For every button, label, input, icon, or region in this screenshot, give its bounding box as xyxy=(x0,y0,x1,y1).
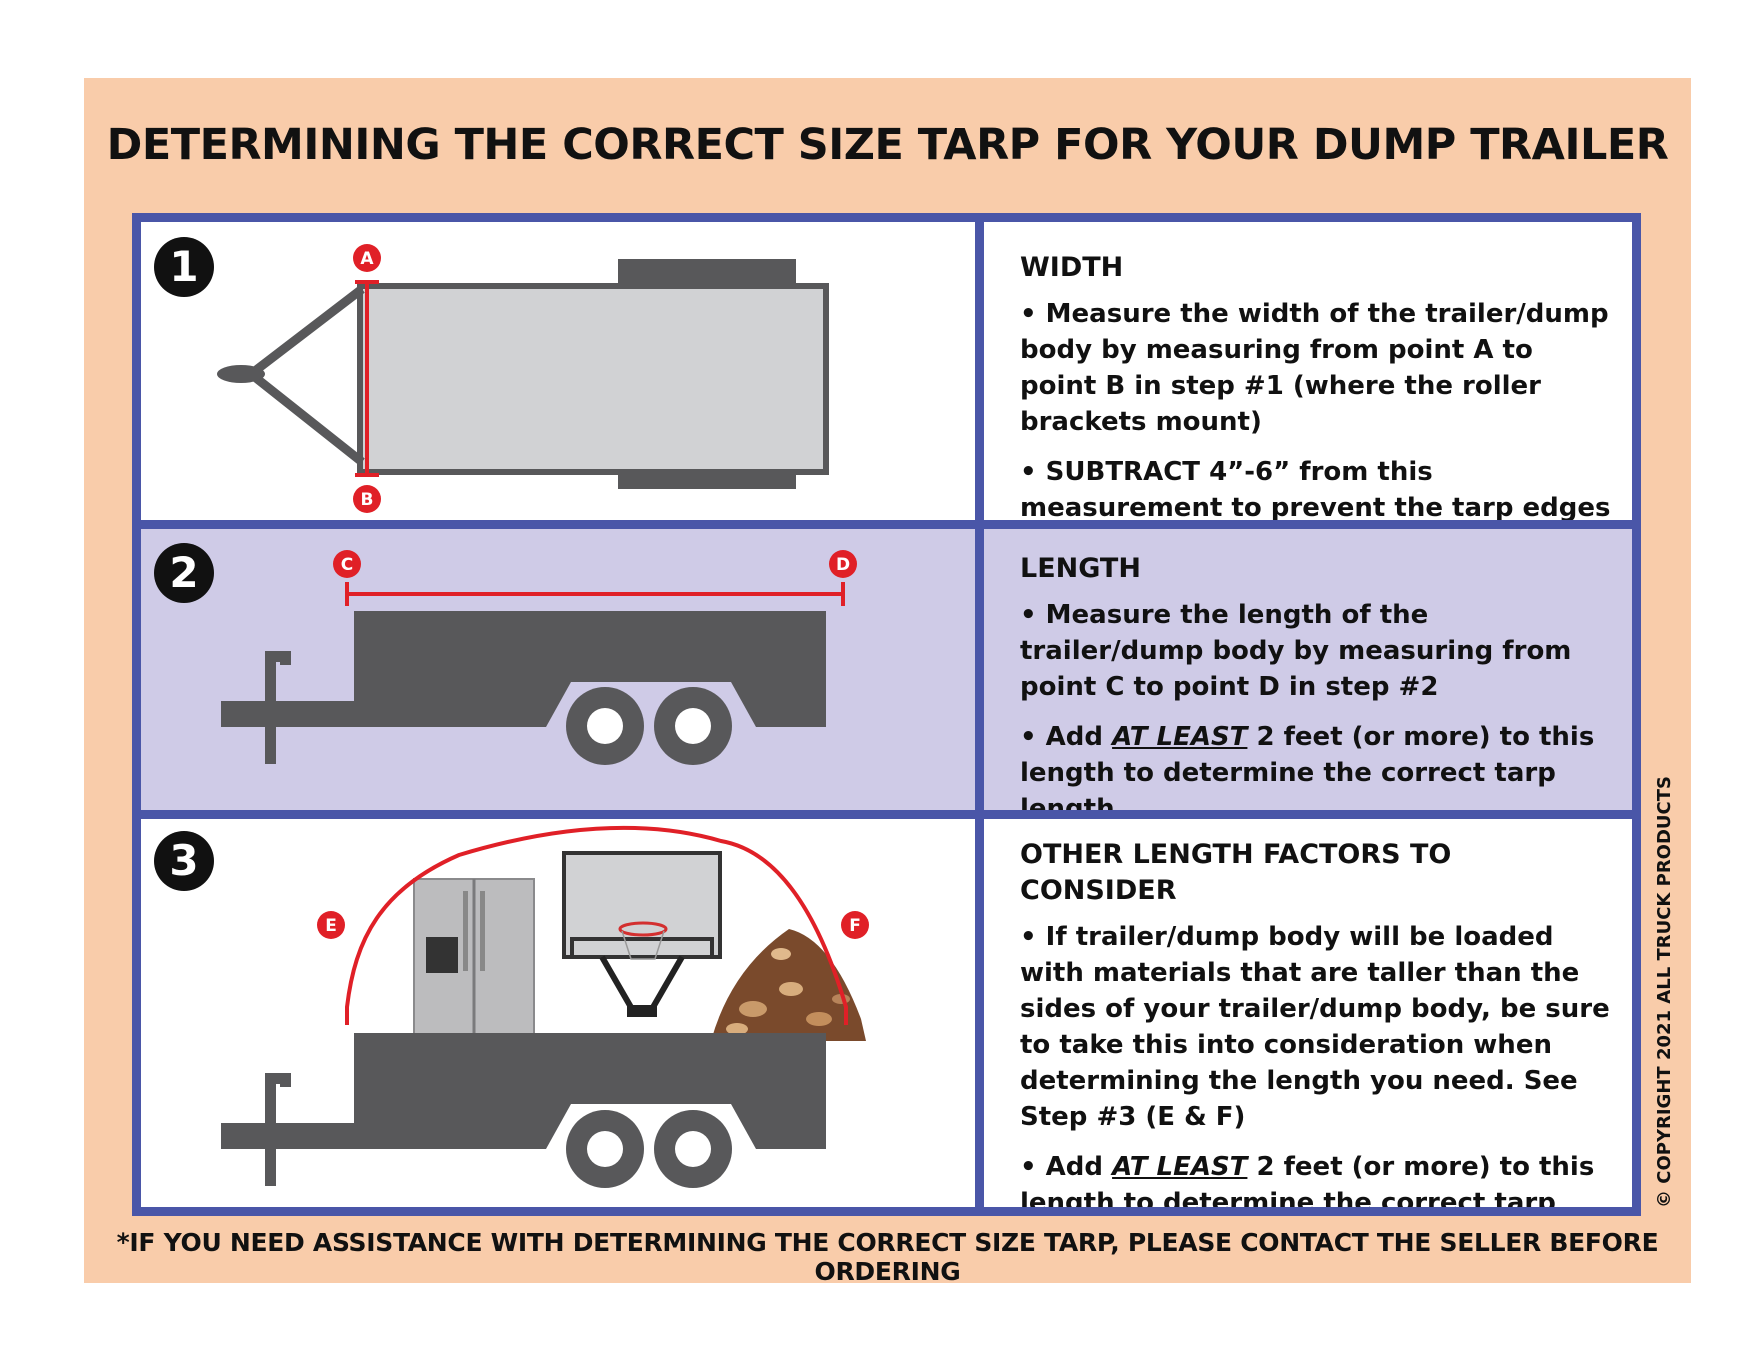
step-3-illustration: 3 xyxy=(141,819,975,1207)
step-3-number: 3 xyxy=(154,831,214,891)
marker-a: A xyxy=(353,244,381,272)
svg-text:A: A xyxy=(360,249,374,269)
refrigerator-load xyxy=(413,878,535,1040)
step-3-text: OTHER LENGTH FACTORS TO CONSIDER • If tr… xyxy=(984,819,1632,1207)
jack-stand xyxy=(265,1084,276,1186)
step-1-bullet-2: • SUBTRACT 4”-6” from this measurement t… xyxy=(1020,457,1611,520)
trailer-bed xyxy=(357,283,829,475)
tarp-measure-arc xyxy=(345,825,848,1025)
step-2-illustration: 2 C D xyxy=(141,529,975,810)
step-2-number: 2 xyxy=(154,543,214,603)
basketball-hoop-load xyxy=(562,851,722,1017)
hitch xyxy=(217,365,265,383)
step-2-bullet-2: • Add AT LEAST 2 feet (or more) to this … xyxy=(1020,722,1595,810)
marker-f: F xyxy=(841,911,869,939)
marker-b: B xyxy=(353,485,381,513)
trailer-tongue xyxy=(221,1123,361,1149)
trailer-tongue xyxy=(243,285,365,466)
marker-c: C xyxy=(333,550,361,578)
svg-text:C: C xyxy=(341,555,353,575)
emphasis-at-least: AT LEAST xyxy=(1112,722,1248,752)
steps-grid: 1 A B WIDTH xyxy=(132,213,1641,1216)
step-1-illustration: 1 A B xyxy=(141,222,975,520)
step-3-heading: OTHER LENGTH FACTORS TO CONSIDER xyxy=(1020,839,1452,906)
marker-d: D xyxy=(829,550,857,578)
loaded-trailer-side-view: E F xyxy=(221,825,869,1188)
step-1-heading: WIDTH xyxy=(1020,252,1124,283)
svg-text:D: D xyxy=(836,555,850,575)
trailer-side-view: C D xyxy=(221,550,857,765)
marker-e: E xyxy=(317,911,345,939)
step-3-bullet-1: • If trailer/dump body will be loaded wi… xyxy=(1020,922,1610,1132)
step-1-bullet-1: • Measure the width of the trailer/dump … xyxy=(1020,299,1609,437)
jack-stand xyxy=(265,662,276,764)
step-2-text: LENGTH • Measure the length of the trail… xyxy=(984,529,1632,810)
svg-text:B: B xyxy=(361,490,374,510)
step-1-number: 1 xyxy=(154,237,214,297)
step-1-text: WIDTH • Measure the width of the trailer… xyxy=(984,222,1632,520)
svg-text:E: E xyxy=(325,916,337,936)
step-3-bullet-2: • Add AT LEAST 2 feet (or more) to this … xyxy=(1020,1152,1595,1207)
trailer-tongue xyxy=(221,701,361,727)
trailer-top-view: A B xyxy=(217,244,829,513)
poster: DETERMINING THE CORRECT SIZE TARP FOR YO… xyxy=(84,78,1691,1286)
step-2-bullet-1: • Measure the length of the trailer/dump… xyxy=(1020,600,1572,702)
emphasis-at-least: AT LEAST xyxy=(1112,1152,1248,1182)
step-2-heading: LENGTH xyxy=(1020,553,1141,584)
svg-text:F: F xyxy=(849,916,861,936)
page-title: DETERMINING THE CORRECT SIZE TARP FOR YO… xyxy=(106,120,1669,170)
firewood-load xyxy=(711,929,866,1041)
footer-note: *IF YOU NEED ASSISTANCE WITH DETERMINING… xyxy=(116,1228,1659,1286)
copyright-notice: © COPYRIGHT 2021 ALL TRUCK PRODUCTS xyxy=(1654,776,1675,1208)
